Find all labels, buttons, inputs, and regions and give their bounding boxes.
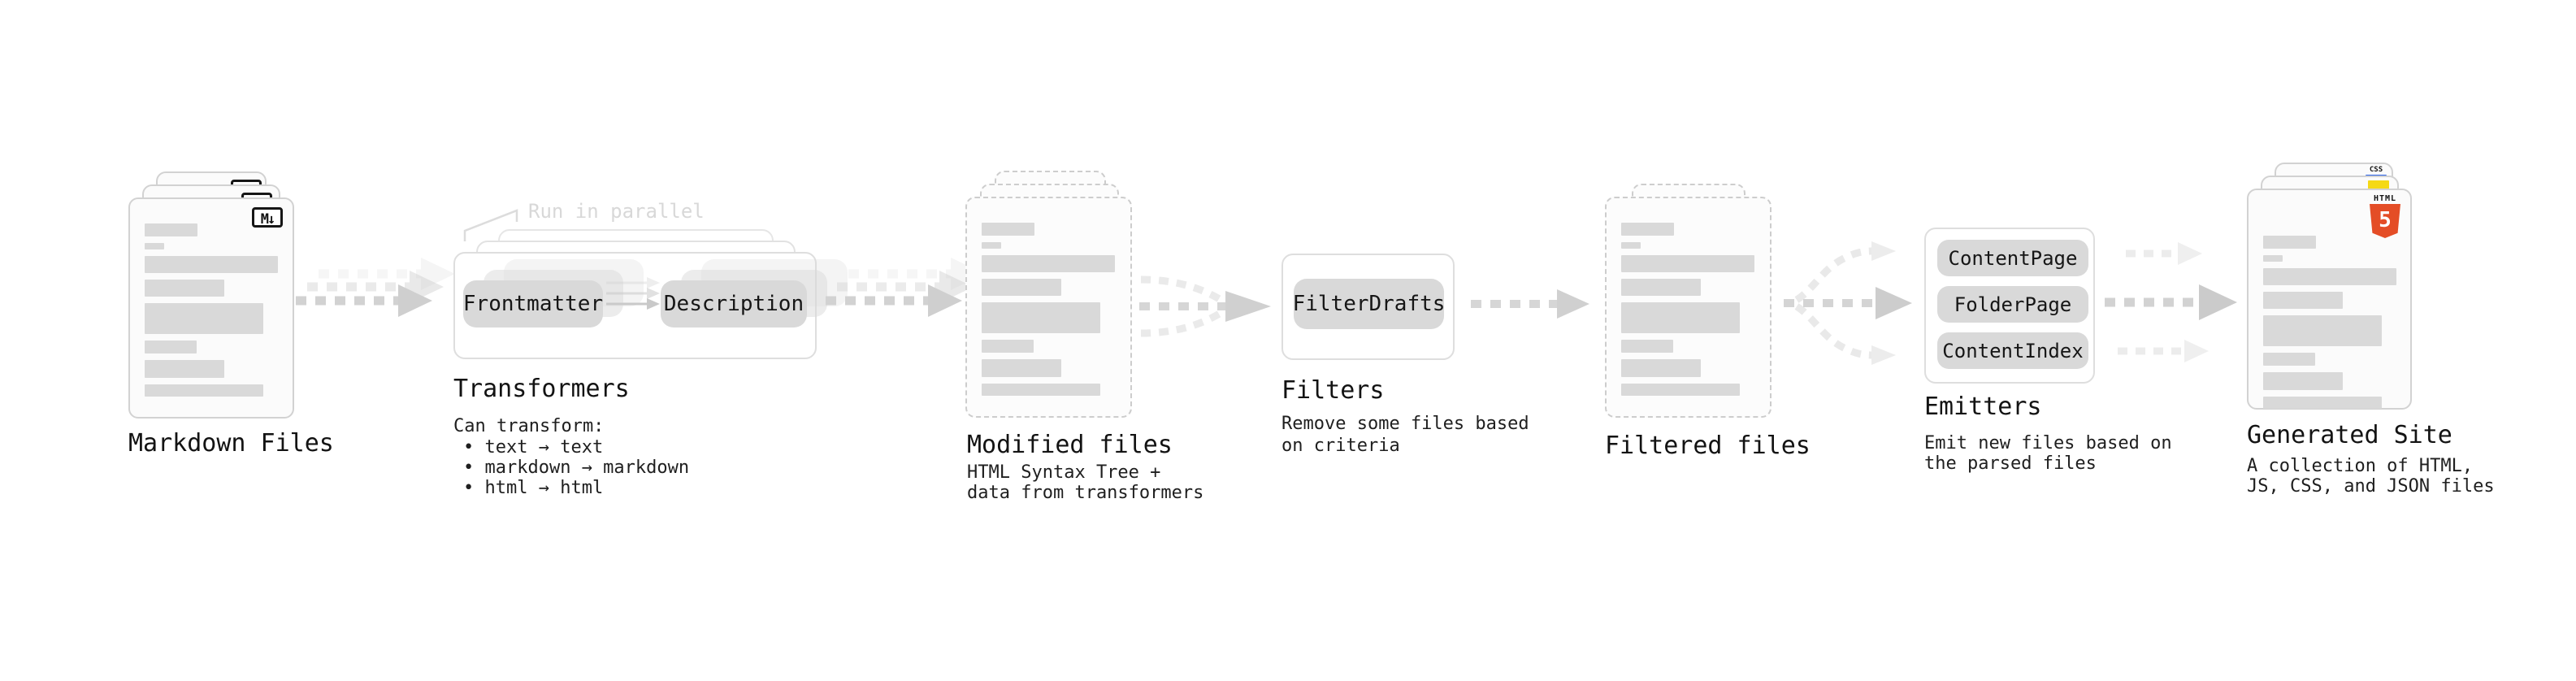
modified-files-sublabel: HTML Syntax Tree + (967, 462, 1161, 483)
transformers-bullet: • html → html (463, 478, 604, 498)
placeholder-bar (2263, 397, 2382, 409)
placeholder-bar (982, 302, 1100, 333)
emitter-pill-folderpage: FolderPage (1937, 286, 2088, 323)
placeholder-bar (145, 303, 263, 334)
transformers-label: Transformers (453, 375, 630, 403)
placeholder-bar (1621, 359, 1701, 377)
filtered-files-stack (1605, 184, 1800, 427)
placeholder-bar (145, 243, 164, 249)
placeholder-bar (1621, 302, 1740, 333)
placeholder-bar (982, 359, 1061, 377)
placeholder-bar (145, 384, 263, 397)
placeholder-bar (2263, 292, 2343, 309)
transformer-pill-frontmatter: Frontmatter (463, 280, 603, 327)
placeholder-bar (2263, 236, 2316, 249)
arrow-filters-to-filtered (1471, 289, 1589, 319)
modified-files-label: Modified files (967, 431, 1173, 459)
generated-site-sublabel: JS, CSS, and JSON files (2247, 476, 2495, 497)
transformers-bullet: • markdown → markdown (463, 458, 690, 478)
filtered-files-label: Filtered files (1605, 432, 1811, 460)
run-in-parallel-callout-line (463, 209, 518, 241)
filter-pill-filterdrafts: FilterDrafts (1293, 279, 1445, 329)
emitters-sublabel: the parsed files (1924, 453, 2097, 474)
transformer-pill-description: Description (661, 280, 807, 327)
filters-sublabel: on criteria (1281, 436, 1400, 456)
placeholder-bar (982, 255, 1115, 272)
transformer-inner-arrow (606, 298, 660, 310)
modified-file-card-front (965, 197, 1132, 418)
doc-placeholder-bars (1621, 223, 1755, 402)
placeholder-bar (982, 223, 1034, 236)
placeholder-bar (982, 384, 1100, 396)
doc-placeholder-bars (145, 223, 278, 403)
modified-files-stack (965, 171, 1160, 423)
placeholder-bar (2263, 255, 2283, 262)
modified-files-sublabel: data from transformers (967, 483, 1204, 503)
placeholder-bar (1621, 242, 1641, 249)
markdown-files-stack: M↓ M↓ M↓ (128, 171, 323, 423)
filters-sublabel: Remove some files based (1281, 414, 1529, 434)
placeholder-bar (1621, 255, 1754, 272)
placeholder-bar (145, 256, 278, 273)
run-in-parallel-note: Run in parallel (528, 200, 705, 223)
placeholder-bar (145, 340, 197, 354)
placeholder-bar (982, 340, 1034, 353)
transformers-bullet: • text → text (463, 437, 604, 458)
arrow-filtered-to-emitters-diverge (1784, 241, 1912, 365)
markdown-icon: M↓ (252, 207, 283, 228)
placeholder-bar (982, 242, 1001, 249)
markdown-files-label: Markdown Files (128, 429, 334, 458)
transformer-inner-arrow (606, 277, 660, 288)
placeholder-bar (145, 360, 224, 378)
site-file-card-html: HTML 5 (2247, 189, 2412, 410)
emitter-pill-contentindex: ContentIndex (1937, 332, 2088, 369)
emitter-pill-contentpage: ContentPage (1937, 240, 2088, 276)
emitters-sublabel: Emit new files based on (1924, 433, 2172, 453)
placeholder-bar (2263, 372, 2343, 390)
transformers-body-title: Can transform: (453, 416, 605, 436)
arrow-transformers-to-modified (826, 258, 985, 317)
generated-site-sublabel: A collection of HTML, (2247, 456, 2474, 476)
placeholder-bar (145, 280, 224, 297)
placeholder-bar (1621, 384, 1740, 396)
placeholder-bar (982, 279, 1061, 296)
placeholder-bar (2263, 268, 2396, 285)
placeholder-bar (145, 223, 197, 236)
js-icon (2368, 180, 2389, 191)
placeholder-bar (1621, 279, 1701, 296)
emitters-label: Emitters (1924, 393, 2042, 421)
placeholder-bar (1621, 340, 1673, 353)
generated-site-stack: CSS HTML 5 (2247, 163, 2442, 414)
doc-placeholder-bars (982, 223, 1116, 402)
placeholder-bar (2263, 353, 2315, 366)
emitters-box: ContentPage FolderPage ContentIndex (1924, 228, 2095, 384)
arrow-modified-to-filters-merge (1139, 275, 1271, 337)
filtered-file-card-front (1605, 197, 1772, 418)
generated-site-label: Generated Site (2247, 421, 2452, 449)
placeholder-bar (1621, 223, 1674, 236)
filters-label: Filters (1281, 376, 1385, 405)
placeholder-bar (2263, 315, 2382, 346)
markdown-file-card-front: M↓ (128, 197, 294, 419)
arrow-markdown-to-transformers (296, 258, 455, 317)
doc-placeholder-bars (2263, 236, 2396, 415)
transformer-inner-arrow (606, 288, 660, 299)
html5-icon: HTML 5 (2367, 195, 2403, 238)
arrow-emitters-to-site (2105, 242, 2237, 362)
